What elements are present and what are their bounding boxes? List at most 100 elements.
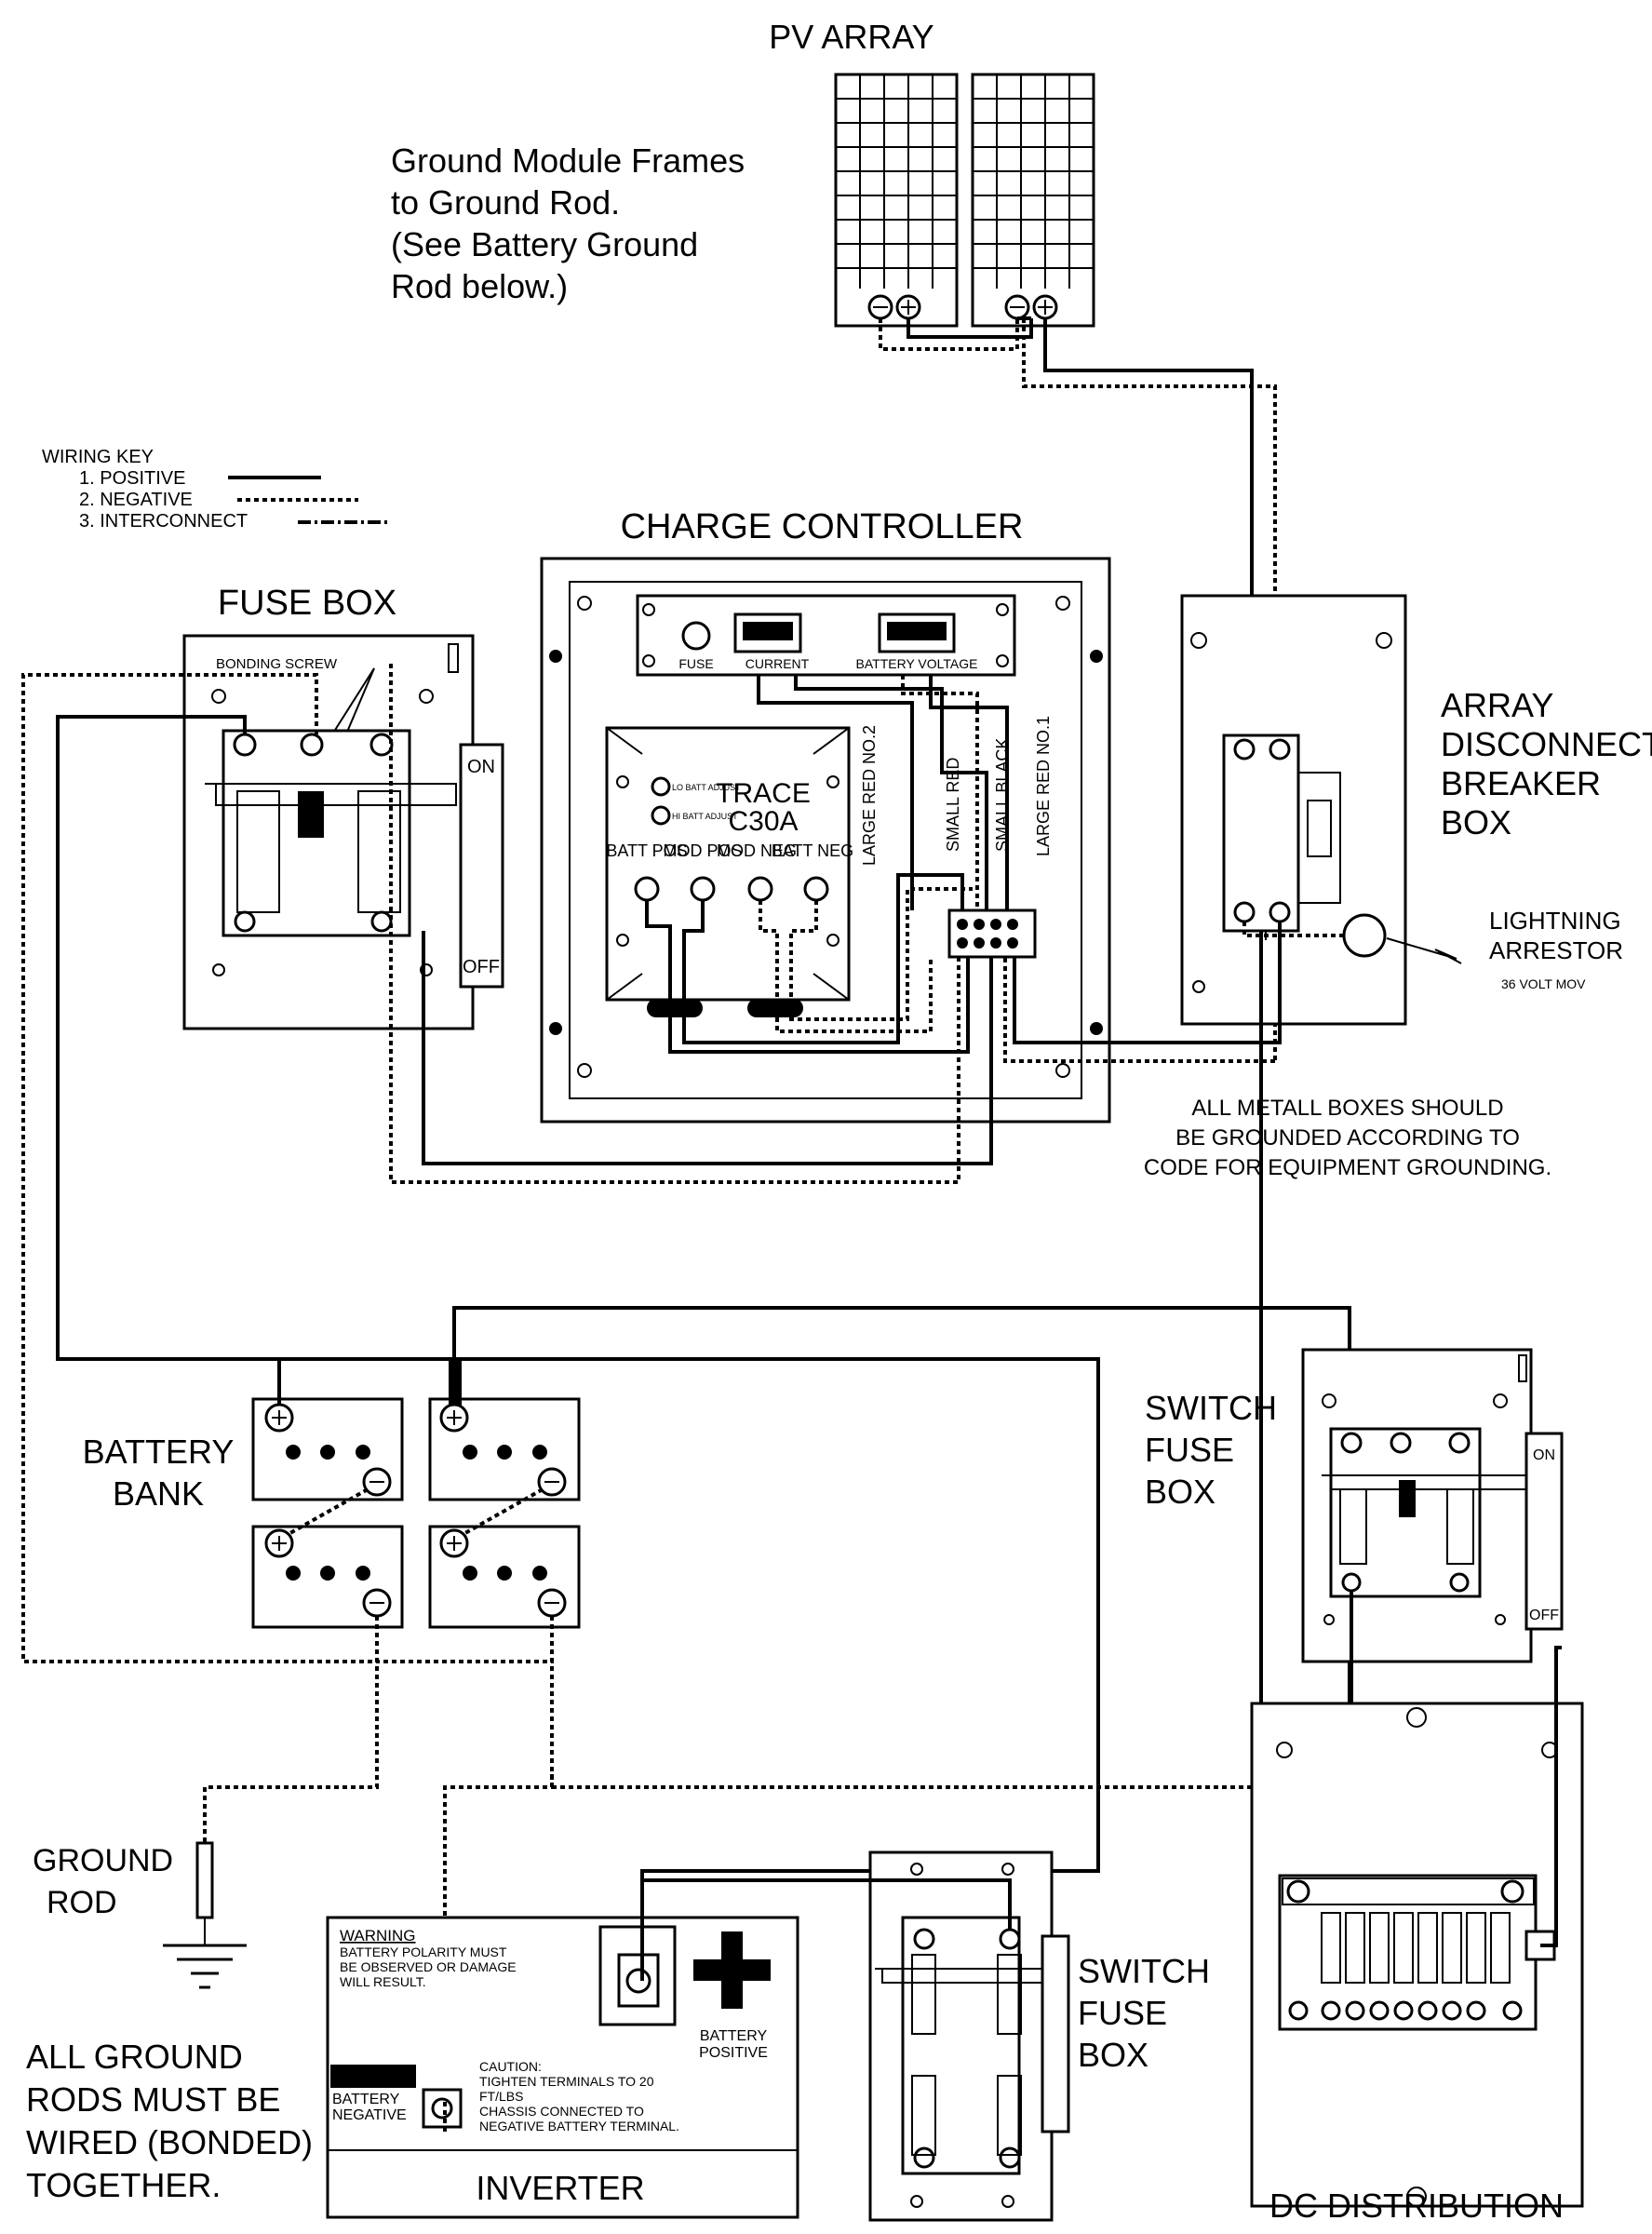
inverter-warning-title: WARNING: [340, 1927, 416, 1945]
wiring-key-title: WIRING KEY: [42, 447, 154, 467]
switch-fuse-box-bottom: SWITCH FUSE BOX: [868, 1850, 1210, 2222]
pv-note-line: Rod below.): [391, 267, 568, 305]
switch-fuse-box-bottom-line: SWITCH: [1078, 1952, 1210, 1990]
pv-note-line: to Ground Rod.: [391, 183, 620, 222]
wire-label-large-red-1: LARGE RED NO.1: [1034, 716, 1053, 856]
switch-fuse-box-bottom-handle[interactable]: [1041, 1934, 1070, 2133]
grounding-note-line: BE GROUNDED ACCORDING TO: [1175, 1125, 1520, 1151]
battery-negative-label: NEGATIVE: [332, 2107, 407, 2123]
array-disconnect-line: BOX: [1441, 803, 1511, 841]
battery-bank: BATTERY BANK: [83, 1359, 581, 1629]
inverter-caution-line: CHASSIS CONNECTED TO: [479, 2104, 644, 2119]
batt-pos-terminal-icon: [634, 876, 660, 902]
array-disconnect-line: BREAKER: [1441, 764, 1601, 802]
fuse-holder-icon: [681, 621, 711, 651]
switch-fuse-box-bottom-line: FUSE: [1078, 1994, 1167, 2032]
cable-connector-icon: [647, 999, 703, 1017]
wire-label-large-red-2: LARGE RED NO.2: [860, 725, 879, 866]
fuse-box-on-label: ON: [467, 757, 495, 777]
switch-fuse-box-off-label: OFF: [1529, 1608, 1559, 1623]
inverter-warning-line: BATTERY POLARITY MUST: [340, 1945, 507, 1959]
inverter-warning-line: BE OBSERVED OR DAMAGE: [340, 1959, 517, 1974]
terminal-label: BATT NEG: [772, 841, 853, 860]
inverter-caution-line: TIGHTEN TERMINALS TO 20: [479, 2074, 654, 2089]
grounding-note-line: CODE FOR EQUIPMENT GROUNDING.: [1144, 1155, 1551, 1180]
mod-neg-terminal-icon: [747, 876, 773, 902]
batt-neg-terminal-icon: [803, 876, 829, 902]
trace-brand: TRACE: [716, 778, 811, 809]
battery: [428, 1397, 581, 1501]
ground-note-line: ALL GROUND: [26, 2038, 243, 2076]
inverter-caution-line: NEGATIVE BATTERY TERMINAL.: [479, 2119, 679, 2133]
ground-note-line: RODS MUST BE: [26, 2080, 280, 2119]
battery-positive-label: POSITIVE: [699, 2045, 768, 2061]
inverter-title: INVERTER: [476, 2169, 644, 2207]
array-disconnect-breaker-box: ARRAY DISCONNECT BREAKER BOX LIGHTNING A…: [1180, 594, 1652, 1026]
hi-batt-label: HI BATT ADJUST: [672, 812, 738, 821]
switch-fuse-box-line: BOX: [1145, 1473, 1215, 1511]
wiring-key-positive: 1. POSITIVE: [79, 468, 185, 489]
pv-module-right: [971, 73, 1095, 328]
dc-distribution: DC DISTRIBUTION: [1250, 1702, 1584, 2225]
inverter-negative-terminal-icon: [431, 2097, 453, 2120]
fuse-box: FUSE BOX BONDING SCREW ON OFF: [182, 584, 504, 1030]
dc-distribution-title: DC DISTRIBUTION: [1269, 2187, 1564, 2225]
wiring-key-negative: 2. NEGATIVE: [79, 490, 193, 510]
lo-batt-adjust-icon: [651, 776, 671, 797]
battery-voltage-label: BATTERY VOLTAGE: [856, 656, 978, 671]
pv-array: PV ARRAY: [769, 18, 1277, 1061]
mod-pos-terminal-icon: [690, 876, 716, 902]
bonding-screw-label: BONDING SCREW: [216, 656, 338, 672]
array-disconnect-line: DISCONNECT: [1441, 725, 1652, 763]
ground-note-line: TOGETHER.: [26, 2166, 221, 2204]
current-label: CURRENT: [745, 656, 810, 671]
lo-batt-label: LO BATT ADJUST: [672, 783, 741, 792]
terminal-label: BATT POS: [606, 841, 687, 860]
array-disconnect-line: ARRAY: [1441, 686, 1553, 724]
battery-negative-label: BATTERY: [332, 2092, 400, 2107]
plus-icon: [693, 1931, 771, 2009]
lightning-arrestor-label: LIGHTNING: [1489, 907, 1621, 935]
breaker[interactable]: [1222, 733, 1300, 933]
switch-fuse-box-right-handle[interactable]: [1524, 1432, 1564, 1631]
switch-fuse-box-bottom-line: BOX: [1078, 2036, 1148, 2074]
pv-note-line: (See Battery Ground: [391, 225, 698, 263]
ground-rod-line: ROD: [47, 1885, 117, 1920]
fuse-box-title: FUSE BOX: [218, 584, 396, 623]
pv-array-title: PV ARRAY: [769, 18, 933, 56]
inverter-caution-title: CAUTION:: [479, 2059, 542, 2074]
battery-positive-label: BATTERY: [700, 2028, 768, 2044]
terminal-block: [947, 908, 1037, 959]
battery-bank-line: BATTERY: [83, 1433, 235, 1471]
fuse-box-handle[interactable]: [459, 743, 504, 989]
lightning-arrestor-icon: [1342, 913, 1387, 958]
switch-fuse-box-line: SWITCH: [1145, 1389, 1277, 1427]
ground-rod: GROUND ROD: [33, 1841, 247, 1989]
inverter-caution-line: FT/LBS: [479, 2089, 523, 2104]
charge-controller-title: CHARGE CONTROLLER: [621, 507, 1024, 546]
switch-fuse-box-on-label: ON: [1533, 1447, 1555, 1463]
pv-ground-note: Ground Module Frames to Ground Rod. (See…: [391, 141, 745, 305]
fuse-box-off-label: OFF: [463, 957, 500, 977]
ground-rod-line: GROUND: [33, 1843, 173, 1878]
ground-note-line: WIRED (BONDED): [26, 2123, 313, 2161]
battery: [251, 1397, 404, 1501]
battery: [428, 1525, 581, 1629]
wire-label-small-red: SMALL RED: [944, 758, 962, 852]
inverter-warning-line: WILL RESULT.: [340, 1974, 426, 1989]
inverter: INVERTER WARNING BATTERY POLARITY MUST B…: [326, 1916, 799, 2219]
switch-fuse-box-line: FUSE: [1145, 1431, 1234, 1469]
trace-model: C30A: [728, 806, 798, 837]
battery-bank-line: BANK: [113, 1474, 204, 1513]
wiring-key: WIRING KEY 1. POSITIVE 2. NEGATIVE 3. IN…: [42, 447, 391, 532]
pv-module-left: [834, 73, 959, 328]
lightning-arrestor-label2: ARRESTOR: [1489, 936, 1623, 964]
fuse-label: FUSE: [678, 656, 713, 671]
pv-note-line: Ground Module Frames: [391, 141, 745, 180]
switch-fuse-box-right: SWITCH FUSE BOX ON OFF: [1145, 1348, 1564, 1663]
charge-controller: CHARGE CONTROLLER FUSE CURRENT BATTERY V…: [540, 507, 1111, 1124]
terminal-label: MOD NEG: [717, 841, 797, 860]
lightning-arrestor-sub: 36 VOLT MOV: [1501, 976, 1586, 991]
hi-batt-adjust-icon: [651, 805, 671, 826]
